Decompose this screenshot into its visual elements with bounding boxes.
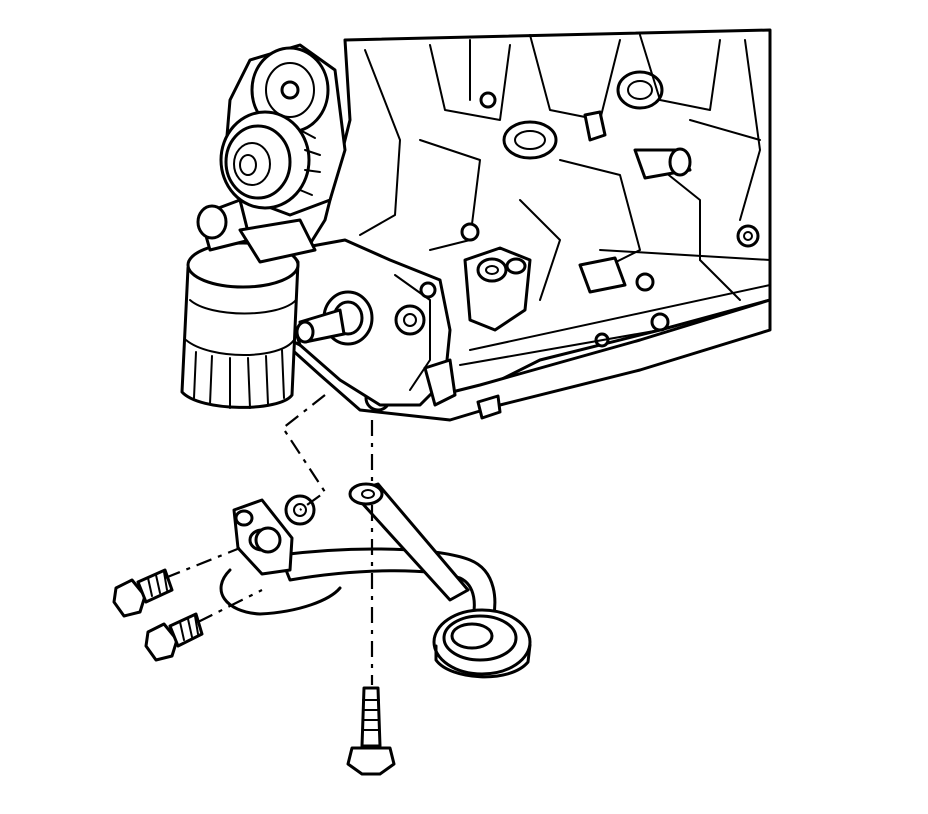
timing-sprocket (219, 43, 347, 217)
pickup-flange-bolt-upper (112, 568, 174, 618)
pickup-flange-bolt-lower (144, 612, 204, 662)
oil-pump-housing (283, 238, 627, 407)
alignment-lines (164, 394, 374, 685)
oil-filter (180, 198, 317, 409)
oil-pickup-tube (219, 482, 532, 679)
bracket-bolt (346, 686, 396, 776)
